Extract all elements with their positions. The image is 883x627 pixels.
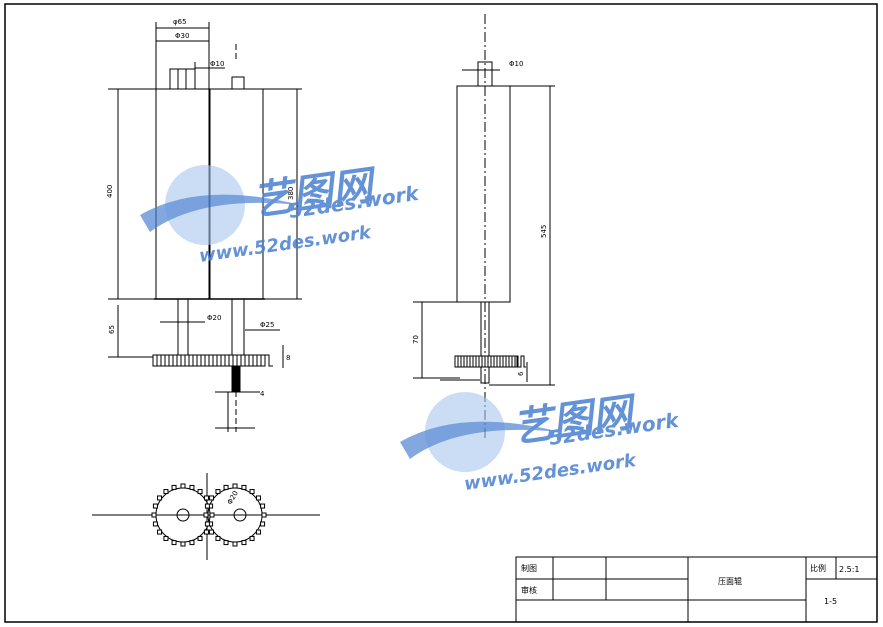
dim-top-key: Φ10 — [210, 60, 224, 68]
side-dim-gap: 6 — [517, 371, 525, 376]
right-top-key — [231, 76, 245, 90]
side-dim-total: 545 — [540, 225, 548, 238]
gear-tooth — [189, 540, 195, 546]
gear-tooth — [203, 512, 209, 518]
dim-left-height: 400 — [106, 185, 114, 198]
gear-tooth — [203, 529, 209, 535]
gear-tooth — [171, 484, 177, 490]
title-block-text: 制图 审核 压面辊 比例 2.5:1 1-5 — [521, 563, 860, 606]
gear-tooth — [223, 540, 229, 546]
gear-tooth — [152, 503, 158, 509]
left-top-key — [169, 68, 196, 90]
gear-tooth — [180, 541, 186, 547]
right-gear-hole — [233, 508, 247, 522]
dim-shaft-left: Φ20 — [207, 314, 221, 322]
gear-tooth — [204, 503, 210, 509]
dim-top-inner: Φ30 — [175, 32, 189, 40]
dim-lower-height: 65 — [108, 325, 116, 334]
front-view — [108, 22, 302, 432]
gear-tooth — [261, 512, 267, 518]
side-view — [413, 14, 555, 440]
gear-tooth — [209, 529, 215, 535]
gear-tooth — [209, 495, 215, 501]
side-dim-top: Φ10 — [509, 60, 523, 68]
gear-tooth — [249, 489, 255, 495]
gear-tooth — [197, 489, 203, 495]
front-view-labels: φ65 Φ30 Φ10 400 380 65 Φ20 Φ25 8 4 — [106, 18, 295, 398]
drawing-no: 1-5 — [824, 597, 837, 606]
gear-view — [92, 473, 320, 560]
watermark-2: 艺图网 52des.work www.52des.work — [400, 389, 682, 495]
part-name: 压面辊 — [718, 576, 742, 586]
gear-tooth — [203, 495, 209, 501]
gear-tooth — [204, 521, 210, 527]
gear-tooth — [232, 483, 238, 489]
dim-right-height: 380 — [287, 187, 295, 200]
gear-tooth — [189, 484, 195, 490]
gear-tooth — [223, 484, 229, 490]
gear-tooth — [249, 535, 255, 541]
dim-gear-thick: 8 — [286, 354, 290, 362]
side-dim-lower: 70 — [412, 335, 420, 344]
title-block — [515, 556, 878, 623]
dim-bottom: 4 — [260, 390, 265, 398]
gear-tooth — [157, 529, 163, 535]
gear-tooth — [152, 521, 158, 527]
side-top-key — [477, 61, 493, 87]
dim-shaft-right: Φ25 — [260, 321, 274, 329]
gear-tooth — [209, 512, 215, 518]
watermark-1: 艺图网 52des.work www.52des.work — [140, 162, 422, 267]
scale-label: 比例 — [810, 563, 826, 573]
gear-tooth — [151, 512, 157, 518]
gear-tooth — [255, 495, 261, 501]
gear-tooth — [260, 521, 266, 527]
gear-tooth — [197, 535, 203, 541]
left-gear-hole — [176, 508, 190, 522]
sheet-border — [4, 3, 878, 623]
gear-tooth — [157, 495, 163, 501]
gear-tooth — [180, 483, 186, 489]
right-shaft — [231, 298, 245, 360]
side-roller — [456, 85, 511, 303]
gear-tooth — [163, 489, 169, 495]
gear-tooth — [241, 484, 247, 490]
gear-tooth — [215, 489, 221, 495]
gear-tooth — [260, 503, 266, 509]
side-view-labels: Φ10 545 70 6 — [412, 60, 548, 376]
gear-tooth — [255, 529, 261, 535]
gear-tooth — [232, 541, 238, 547]
gear-tooth — [215, 535, 221, 541]
gear-tooth — [163, 535, 169, 541]
review-label: 审核 — [521, 585, 537, 595]
left-shaft — [177, 298, 189, 360]
gear-tooth — [171, 540, 177, 546]
dim-top-width: φ65 — [173, 18, 187, 26]
scale-value: 2.5:1 — [839, 565, 860, 574]
gear-tooth — [241, 540, 247, 546]
gear-hole-label: Φ20 — [226, 490, 240, 506]
drawn-label: 制图 — [521, 563, 537, 573]
